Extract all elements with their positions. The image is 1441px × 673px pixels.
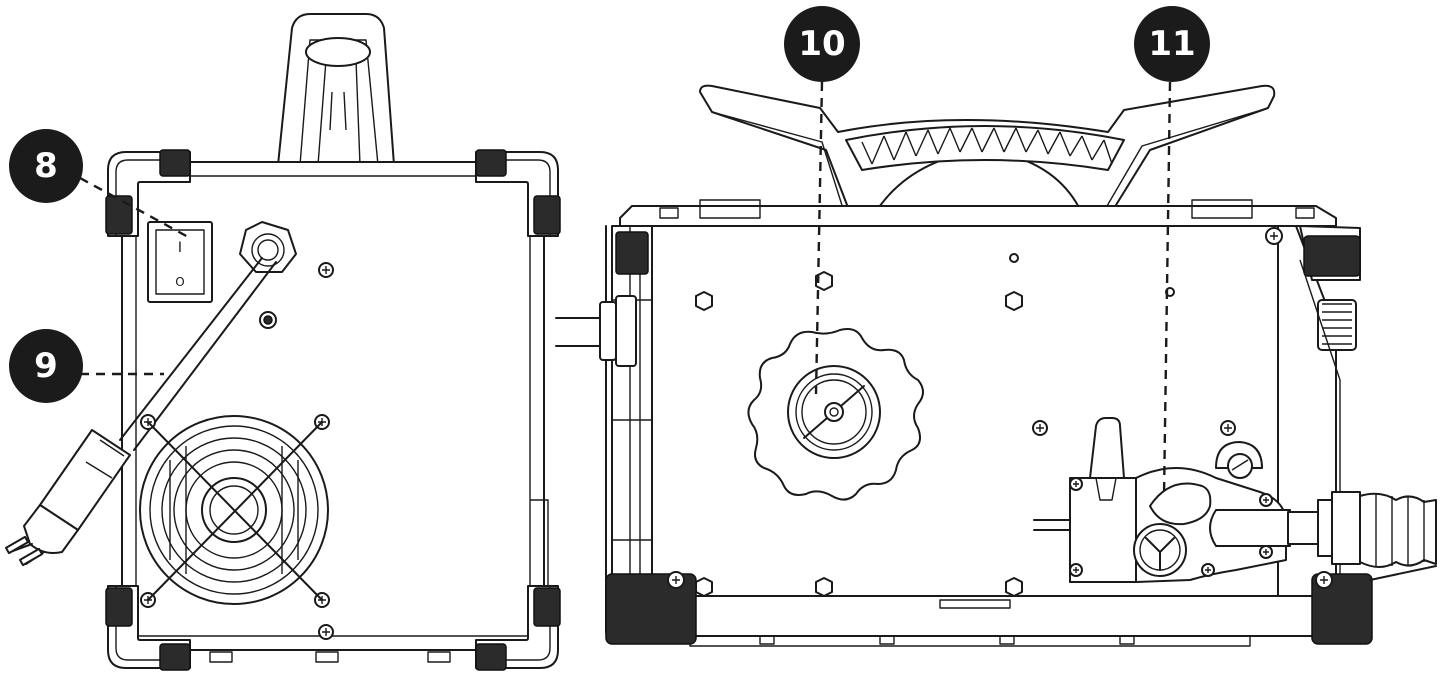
callout-10: 10 — [784, 6, 860, 82]
side-view — [555, 84, 1437, 647]
switch-on-mark: I — [178, 240, 182, 256]
callout-11-label: 11 — [1148, 24, 1195, 64]
callout-11: 11 — [1134, 6, 1210, 82]
callout-8-label: 8 — [34, 146, 58, 186]
hex-bolts — [695, 227, 1283, 597]
callout-9-label: 9 — [34, 346, 58, 386]
side-base — [605, 571, 1373, 647]
cooling-fan — [139, 415, 329, 605]
spool-knob — [747, 328, 924, 501]
torch-connector — [1287, 491, 1437, 581]
side-cable-stub — [555, 295, 637, 367]
top-clips — [659, 199, 1315, 219]
rear-view: I O — [4, 13, 561, 671]
rear-handle — [277, 13, 395, 166]
cable-gland — [239, 221, 297, 273]
top-rail — [619, 205, 1337, 227]
callout-10-label: 10 — [798, 24, 845, 64]
callout-leaders — [79, 81, 1172, 497]
corner-guard-bottom-right — [475, 585, 561, 671]
power-switch: I O — [147, 221, 213, 303]
carry-handle — [699, 84, 1276, 219]
rear-feet — [209, 651, 451, 663]
switch-off-mark: O — [175, 275, 184, 289]
corner-guard-top-left — [105, 149, 191, 237]
callout-8: 8 — [9, 129, 83, 203]
callout-9: 9 — [9, 329, 83, 403]
power-cord — [4, 257, 277, 567]
corner-guard-top-right — [475, 149, 561, 237]
corner-guard-bottom-left — [105, 585, 191, 671]
wire-feeder — [1033, 417, 1291, 583]
